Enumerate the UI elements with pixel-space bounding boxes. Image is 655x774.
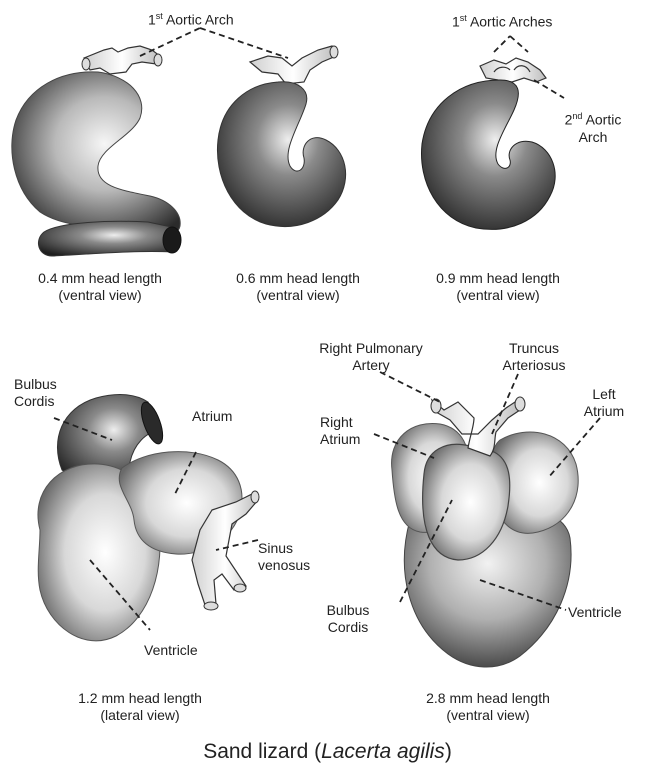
leader-right-pulmonary-artery	[380, 372, 440, 402]
label-sinus-venosus: Sinusvenosus	[258, 540, 310, 574]
inflow-vessel-1	[38, 221, 176, 256]
leader-aortic-arches-left	[494, 36, 510, 52]
heart-stage-2-8mm	[392, 397, 579, 667]
figure-title: Sand lizard (Lacerta agilis)	[0, 740, 655, 764]
label-first-aortic-arch: 1st Aortic Arch	[148, 8, 234, 29]
label-ventricle-ventral: Ventricle	[568, 604, 622, 621]
label-right-atrium: RightAtrium	[320, 414, 360, 448]
label-first-aortic-arches: 1st Aortic Arches	[452, 10, 552, 31]
label-second-aortic-arch: 2nd AorticArch	[552, 108, 634, 146]
label-bulbus-cordis-lateral: BulbusCordis	[14, 376, 57, 410]
heart-stage-0-4mm	[12, 46, 181, 256]
leader-aortic-arches-right	[510, 36, 528, 52]
heart-stage-0-6mm	[217, 46, 345, 227]
label-truncus-arteriosus: TruncusArteriosus	[494, 340, 574, 374]
heart-stage-1-2mm	[38, 395, 259, 641]
caption-stage-1-2mm: 1.2 mm head length(lateral view)	[60, 690, 220, 724]
leader-second-aortic-arch	[534, 80, 564, 98]
label-left-atrium: LeftAtrium	[574, 386, 634, 420]
label-right-pulmonary-artery: Right PulmonaryArtery	[310, 340, 432, 374]
leader-aortic-arch-right	[200, 28, 288, 58]
heart-tube-3	[421, 80, 555, 229]
outflow-vessels-3	[480, 58, 546, 82]
label-atrium-lateral: Atrium	[192, 408, 232, 425]
caption-stage-2-8mm: 2.8 mm head length(ventral view)	[408, 690, 568, 724]
heart-tube-1	[12, 72, 180, 232]
label-bulbus-cordis-ventral: BulbusCordis	[316, 602, 380, 636]
heart-stage-0-9mm	[421, 58, 555, 229]
outflow-vessels-2	[250, 46, 336, 84]
heart-tube-2	[217, 82, 345, 227]
label-ventricle-lateral: Ventricle	[144, 642, 198, 659]
caption-stage-0-9mm: 0.9 mm head length(ventral view)	[418, 270, 578, 304]
outflow-vessels-1	[84, 46, 160, 74]
caption-stage-0-4mm: 0.4 mm head length(ventral view)	[20, 270, 180, 304]
caption-stage-0-6mm: 0.6 mm head length(ventral view)	[218, 270, 378, 304]
